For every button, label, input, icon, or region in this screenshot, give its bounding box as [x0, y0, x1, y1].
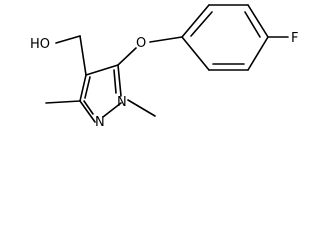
- bond-ph-6-1: [181, 36, 210, 71]
- bond-c3-methyl: [45, 100, 81, 104]
- bond-ether-o-aryl: [149, 36, 183, 43]
- fluorine-label: F: [291, 31, 298, 46]
- bond-ph-4-5: [247, 36, 269, 71]
- bond-n2-c3-inner: [83, 100, 94, 115]
- ether-oxygen-label: O: [136, 36, 146, 51]
- bond-c3-c4-inner: [84, 76, 91, 99]
- bond-ph-inner-a: [190, 11, 213, 37]
- bond-c5-n1-inner: [113, 69, 117, 94]
- hydroxyl-label: HO: [30, 37, 50, 52]
- bond-c4-ch2: [79, 35, 87, 76]
- chemical-structure-diagram: HO O F N N: [30, 4, 298, 130]
- bond-c5-ether-o: [117, 47, 137, 66]
- bond-ph-1-2: [181, 4, 210, 38]
- bond-c4-c5: [85, 64, 119, 76]
- bond-n1-methyl: [127, 99, 156, 117]
- nitrogen-1-label: N: [117, 95, 127, 110]
- nitrogen-2-label: N: [95, 115, 105, 130]
- bond-n2-c3: [79, 100, 96, 123]
- bond-ch2-oh: [55, 35, 81, 44]
- bond-ph-inner-b: [244, 11, 261, 38]
- bond-ph-3-4: [247, 4, 269, 38]
- bond-c3-c4: [79, 74, 87, 102]
- bond-c5-n1: [117, 64, 122, 97]
- bond-n1-n2: [102, 102, 122, 118]
